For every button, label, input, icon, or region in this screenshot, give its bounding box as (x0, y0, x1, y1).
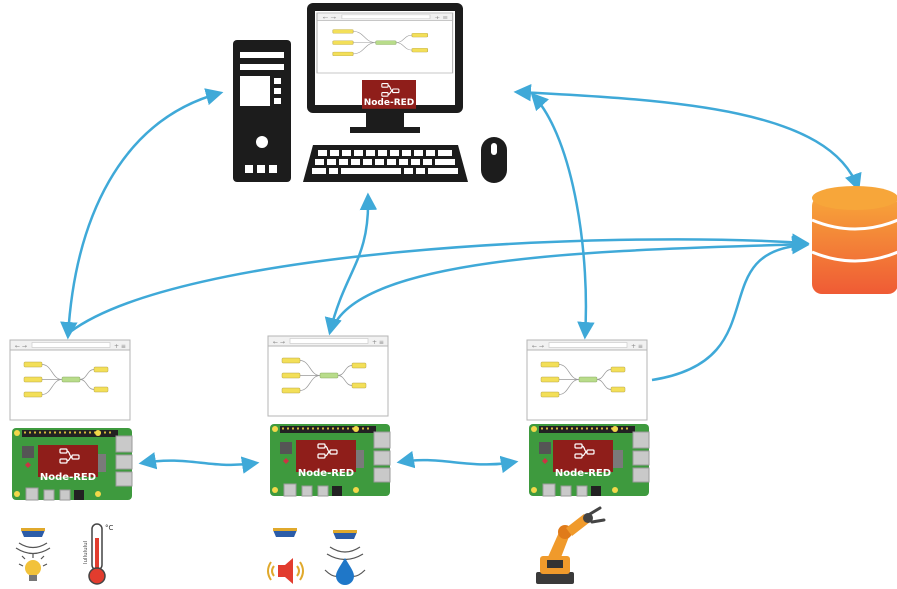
node-1: Node-RED °C lullululul (9, 339, 133, 585)
raspberry-pi-icon: Node-RED (269, 423, 391, 497)
node-1-browser (9, 339, 131, 421)
node-2: Node-RED (267, 335, 391, 585)
link-pi2-to-computer (324, 192, 378, 336)
node-3: Node-RED (526, 339, 650, 584)
raspberry-pi-icon: Node-RED (528, 423, 650, 497)
computer-monitor: Node-RED (307, 3, 463, 133)
node-2-browser (267, 335, 389, 417)
desktop-computer-icon: Node-RED (233, 3, 507, 183)
light-sensor-icon (15, 528, 51, 581)
link-pi2-to-pi3 (396, 450, 519, 474)
link-pi3-to-computer (530, 92, 595, 340)
node-3-browser (526, 339, 648, 421)
link-pi1-to-database (69, 233, 810, 334)
speaker-sensor-icon (267, 528, 304, 584)
database-icon (811, 186, 897, 294)
link-pi3-to-database (651, 236, 810, 382)
keyboard (303, 145, 468, 182)
mouse (481, 137, 507, 183)
robot-arm-icon (536, 506, 606, 584)
node-red-label: Node-RED (298, 468, 354, 479)
node-red-label: Node-RED (364, 98, 415, 108)
thermometer-scale: lullululul (83, 540, 89, 564)
thermometer-icon: °C lullululul (83, 523, 114, 585)
link-pi1-to-computer (60, 88, 224, 340)
link-pi2-to-database (330, 235, 810, 331)
node-red-logo: Node-RED (361, 79, 417, 110)
connectors (60, 83, 862, 474)
water-drop-sensor-icon (324, 530, 366, 585)
link-computer-to-database (513, 83, 862, 192)
node-red-label: Node-RED (555, 468, 611, 479)
link-pi1-to-pi2 (138, 452, 260, 474)
thermometer-unit: °C (105, 524, 114, 532)
computer-tower (233, 40, 291, 182)
node-red-label: Node-RED (40, 472, 96, 483)
raspberry-pi-icon: Node-RED (11, 427, 133, 501)
